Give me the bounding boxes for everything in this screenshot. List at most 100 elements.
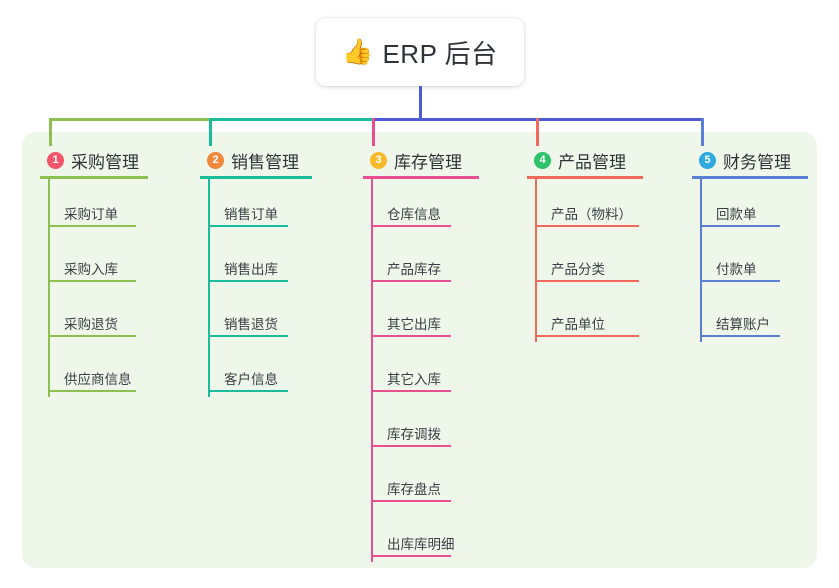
branch-item-label: 产品单位 <box>551 317 605 332</box>
branch-header-采购管理[interactable]: 1 采购管理 <box>40 146 148 179</box>
branch-item-label: 仓库信息 <box>387 207 441 222</box>
branch-header-rule <box>692 176 808 179</box>
branch-item-rule <box>371 225 451 227</box>
branch-item-rule <box>371 555 451 557</box>
branch-item[interactable]: 销售订单 <box>200 177 299 232</box>
branch-item-rule <box>208 280 288 282</box>
branch-item-label: 采购订单 <box>64 207 118 222</box>
branch-item-label: 销售订单 <box>224 207 278 222</box>
branch-item[interactable]: 出库库明细 <box>363 507 462 562</box>
branch-number-badge: 5 <box>699 151 716 169</box>
branch-item-rule <box>208 225 288 227</box>
branch-item-rule <box>371 500 451 502</box>
branch-title: 产品管理 <box>558 152 626 172</box>
branch-item[interactable]: 库存调拨 <box>363 397 462 452</box>
branch-item-label: 产品（物料） <box>551 207 632 222</box>
branch-drop-1 <box>49 118 52 146</box>
branch-header-rule <box>200 176 312 179</box>
branch-item-label: 其它入库 <box>387 372 441 387</box>
branch-title: 库存管理 <box>394 152 462 172</box>
branch-item-label: 其它出库 <box>387 317 441 332</box>
root-trunk-drop <box>419 86 422 121</box>
branch-number-badge: 4 <box>534 151 551 169</box>
branch-drop-4 <box>536 118 539 146</box>
branch-item-rule <box>700 280 780 282</box>
branch-item-list: 采购订单采购入库采购退货供应商信息 <box>40 177 139 397</box>
branch-item-rule <box>371 335 451 337</box>
branch-item-label: 结算账户 <box>716 317 770 332</box>
trunk-segment-1 <box>49 118 212 121</box>
branch-item[interactable]: 采购退货 <box>40 287 139 342</box>
mindmap-background-panel <box>22 132 817 568</box>
branch-item-rule <box>208 335 288 337</box>
branch-item-rule <box>371 280 451 282</box>
branch-item-rule <box>371 390 451 392</box>
branch-item[interactable]: 产品分类 <box>527 232 639 287</box>
branch-item[interactable]: 产品库存 <box>363 232 462 287</box>
branch-item-rule <box>535 225 639 227</box>
branch-item-label: 销售出库 <box>224 262 278 277</box>
branch-item-label: 付款单 <box>716 262 757 277</box>
branch-header-产品管理[interactable]: 4 产品管理 <box>527 146 643 179</box>
branch-column-3: 3 库存管理仓库信息产品库存其它出库其它入库库存调拨库存盘点出库库明细 <box>363 146 479 562</box>
branch-item[interactable]: 结算账户 <box>692 287 791 342</box>
branch-item-rule <box>48 390 136 392</box>
branch-spine <box>700 177 702 342</box>
branch-column-1: 1 采购管理采购订单采购入库采购退货供应商信息 <box>40 146 148 397</box>
branch-item-rule <box>700 225 780 227</box>
branch-number-badge: 1 <box>47 151 64 169</box>
branch-item-label: 出库库明细 <box>387 537 455 552</box>
branch-column-4: 4 产品管理产品（物料） 产品分类产品单位 <box>527 146 643 342</box>
branch-item-label: 产品库存 <box>387 262 441 277</box>
branch-item[interactable]: 采购入库 <box>40 232 139 287</box>
branch-item[interactable]: 产品（物料） <box>527 177 639 232</box>
branch-item[interactable]: 付款单 <box>692 232 791 287</box>
branch-item[interactable]: 销售退货 <box>200 287 299 342</box>
branch-spine <box>535 177 537 342</box>
branch-title: 销售管理 <box>231 152 299 172</box>
branch-item[interactable]: 库存盘点 <box>363 452 462 507</box>
trunk-segment-4 <box>536 118 704 121</box>
branch-spine <box>371 177 373 562</box>
branch-item-rule <box>535 335 639 337</box>
branch-drop-5 <box>701 118 704 146</box>
branch-item-label: 回款单 <box>716 207 757 222</box>
thumbs-up-icon: 👍 <box>342 37 374 66</box>
trunk-segment-2 <box>209 118 375 121</box>
root-node-title: ERP 后台 <box>382 38 498 69</box>
branch-item[interactable]: 仓库信息 <box>363 177 462 232</box>
branch-item[interactable]: 销售出库 <box>200 232 299 287</box>
branch-number-badge: 3 <box>370 151 387 169</box>
branch-spine <box>208 177 210 397</box>
branch-number-badge: 2 <box>207 151 224 169</box>
branch-item[interactable]: 产品单位 <box>527 287 639 342</box>
root-node[interactable]: 👍 ERP 后台 <box>316 18 524 86</box>
branch-header-rule <box>363 176 479 179</box>
branch-item[interactable]: 回款单 <box>692 177 791 232</box>
branch-spine <box>48 177 50 397</box>
branch-item-list: 产品（物料） 产品分类产品单位 <box>527 177 639 342</box>
branch-item[interactable]: 其它出库 <box>363 287 462 342</box>
branch-item[interactable]: 其它入库 <box>363 342 462 397</box>
branch-item-label: 库存盘点 <box>387 482 441 497</box>
branch-item-rule <box>48 225 136 227</box>
branch-item-rule <box>48 335 136 337</box>
branch-item[interactable]: 客户信息 <box>200 342 299 397</box>
trunk-segment-3 <box>372 118 539 121</box>
branch-header-rule <box>527 176 643 179</box>
branch-item[interactable]: 供应商信息 <box>40 342 139 397</box>
branch-item-label: 采购退货 <box>64 317 118 332</box>
branch-item[interactable]: 采购订单 <box>40 177 139 232</box>
branch-item-rule <box>535 280 639 282</box>
branch-title: 采购管理 <box>71 152 139 172</box>
branch-header-销售管理[interactable]: 2 销售管理 <box>200 146 312 179</box>
branch-item-rule <box>208 390 288 392</box>
branch-item-label: 产品分类 <box>551 262 605 277</box>
branch-drop-2 <box>209 118 212 146</box>
branch-header-库存管理[interactable]: 3 库存管理 <box>363 146 479 179</box>
branch-item-label: 销售退货 <box>224 317 278 332</box>
branch-column-2: 2 销售管理销售订单销售出库销售退货客户信息 <box>200 146 312 397</box>
